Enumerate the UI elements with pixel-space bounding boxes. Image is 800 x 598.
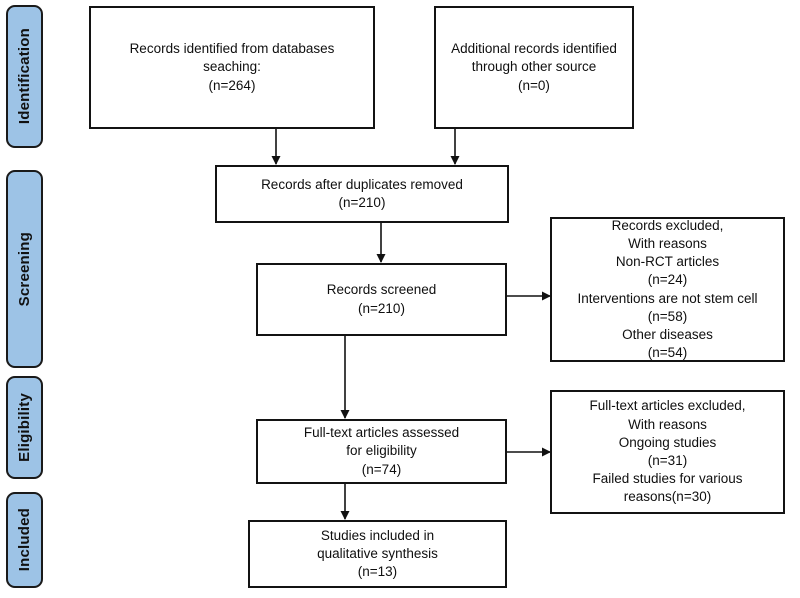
node-text-other-sources: Additional records identified through ot…	[451, 41, 617, 93]
node-additional-records-other-sources: Additional records identified through ot…	[434, 6, 634, 129]
node-text-duplicates-removed: Records after duplicates removed (n=210)	[261, 176, 463, 210]
node-records-screened: Records screened (n=210)	[256, 263, 507, 336]
stage-label-identification: Identification	[16, 28, 33, 125]
node-text-fulltext-assessed: Full-text articles assessed for eligibil…	[303, 425, 460, 477]
node-studies-included: Studies included in qualitative synthesi…	[248, 520, 507, 588]
stage-label-eligibility: Eligibility	[16, 393, 33, 462]
node-text-fulltext-excluded: Full-text articles excluded, With reason…	[589, 398, 746, 505]
stage-band-identification: Identification	[6, 5, 43, 148]
stage-label-included: Included	[16, 508, 33, 572]
node-text-records-excluded: Records excluded, With reasons Non-RCT a…	[577, 217, 758, 361]
node-fulltext-articles-excluded: Full-text articles excluded, With reason…	[550, 390, 785, 514]
node-records-identified-databases: Records identified from databases seachi…	[89, 6, 375, 129]
node-fulltext-articles-assessed: Full-text articles assessed for eligibil…	[256, 419, 507, 484]
stage-band-included: Included	[6, 492, 43, 588]
node-text-screened: Records screened (n=210)	[326, 282, 437, 316]
stage-band-screening: Screening	[6, 170, 43, 368]
node-records-after-duplicates-removed: Records after duplicates removed (n=210)	[215, 165, 509, 223]
node-text-databases: Records identified from databases seachi…	[129, 41, 335, 93]
stage-label-screening: Screening	[16, 231, 33, 307]
node-records-excluded: Records excluded, With reasons Non-RCT a…	[550, 217, 785, 362]
node-text-included: Studies included in qualitative synthesi…	[317, 527, 438, 580]
stage-band-eligibility: Eligibility	[6, 376, 43, 479]
